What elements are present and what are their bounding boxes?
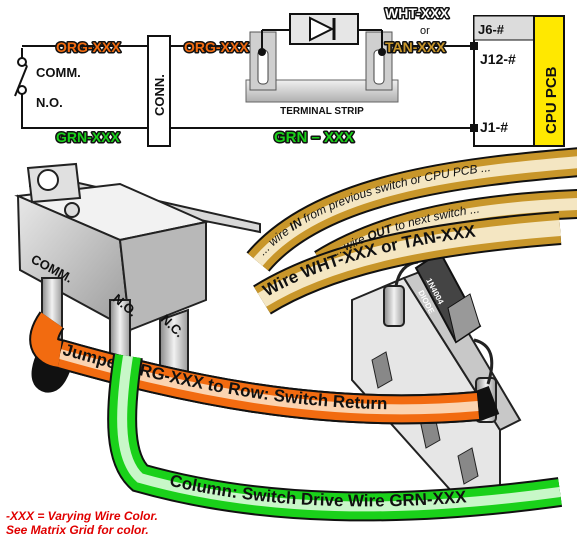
color-note: -XXX = Varying Wire Color. See Matrix Gr…	[6, 509, 158, 537]
cpu-pcb-label: CPU PCB	[543, 66, 560, 134]
j12-label: J12-#	[480, 51, 516, 67]
schematic	[14, 16, 475, 147]
color-note-line1: -XXX = Varying Wire Color.	[6, 509, 158, 523]
comm-terminal	[17, 57, 27, 67]
conn-label: CONN.	[152, 74, 167, 116]
no-terminal	[17, 85, 27, 95]
wht-label: WHT-XXX	[385, 5, 449, 21]
grn-left-label: GRN-XXX	[56, 129, 120, 145]
connector-box	[147, 35, 171, 147]
j6-label: J6-#	[478, 22, 505, 37]
diode-component: 1N4004 DIODE	[394, 250, 494, 385]
green-column-wire	[107, 353, 563, 522]
micro-switch	[14, 162, 210, 393]
color-note-line2: See Matrix Grid for color.	[6, 523, 149, 537]
org-left-label: ORG-XXX	[56, 39, 121, 55]
grn-mid-label: GRN – XXX	[274, 129, 354, 146]
terminal-strip	[245, 13, 399, 103]
tan-wire	[246, 147, 577, 315]
org-mid-label: ORG-XXX	[184, 39, 249, 55]
or-label: or	[420, 25, 430, 37]
tan-label: TAN-XXX	[385, 39, 446, 55]
j1-label: J1-#	[480, 119, 508, 135]
terminal-strip-label: TERMINAL STRIP	[280, 106, 364, 117]
cpu-pcb	[470, 15, 565, 147]
no-label: N.O.	[36, 95, 63, 110]
comm-label: COMM.	[36, 65, 81, 80]
orange-jumper-wire	[29, 311, 500, 425]
